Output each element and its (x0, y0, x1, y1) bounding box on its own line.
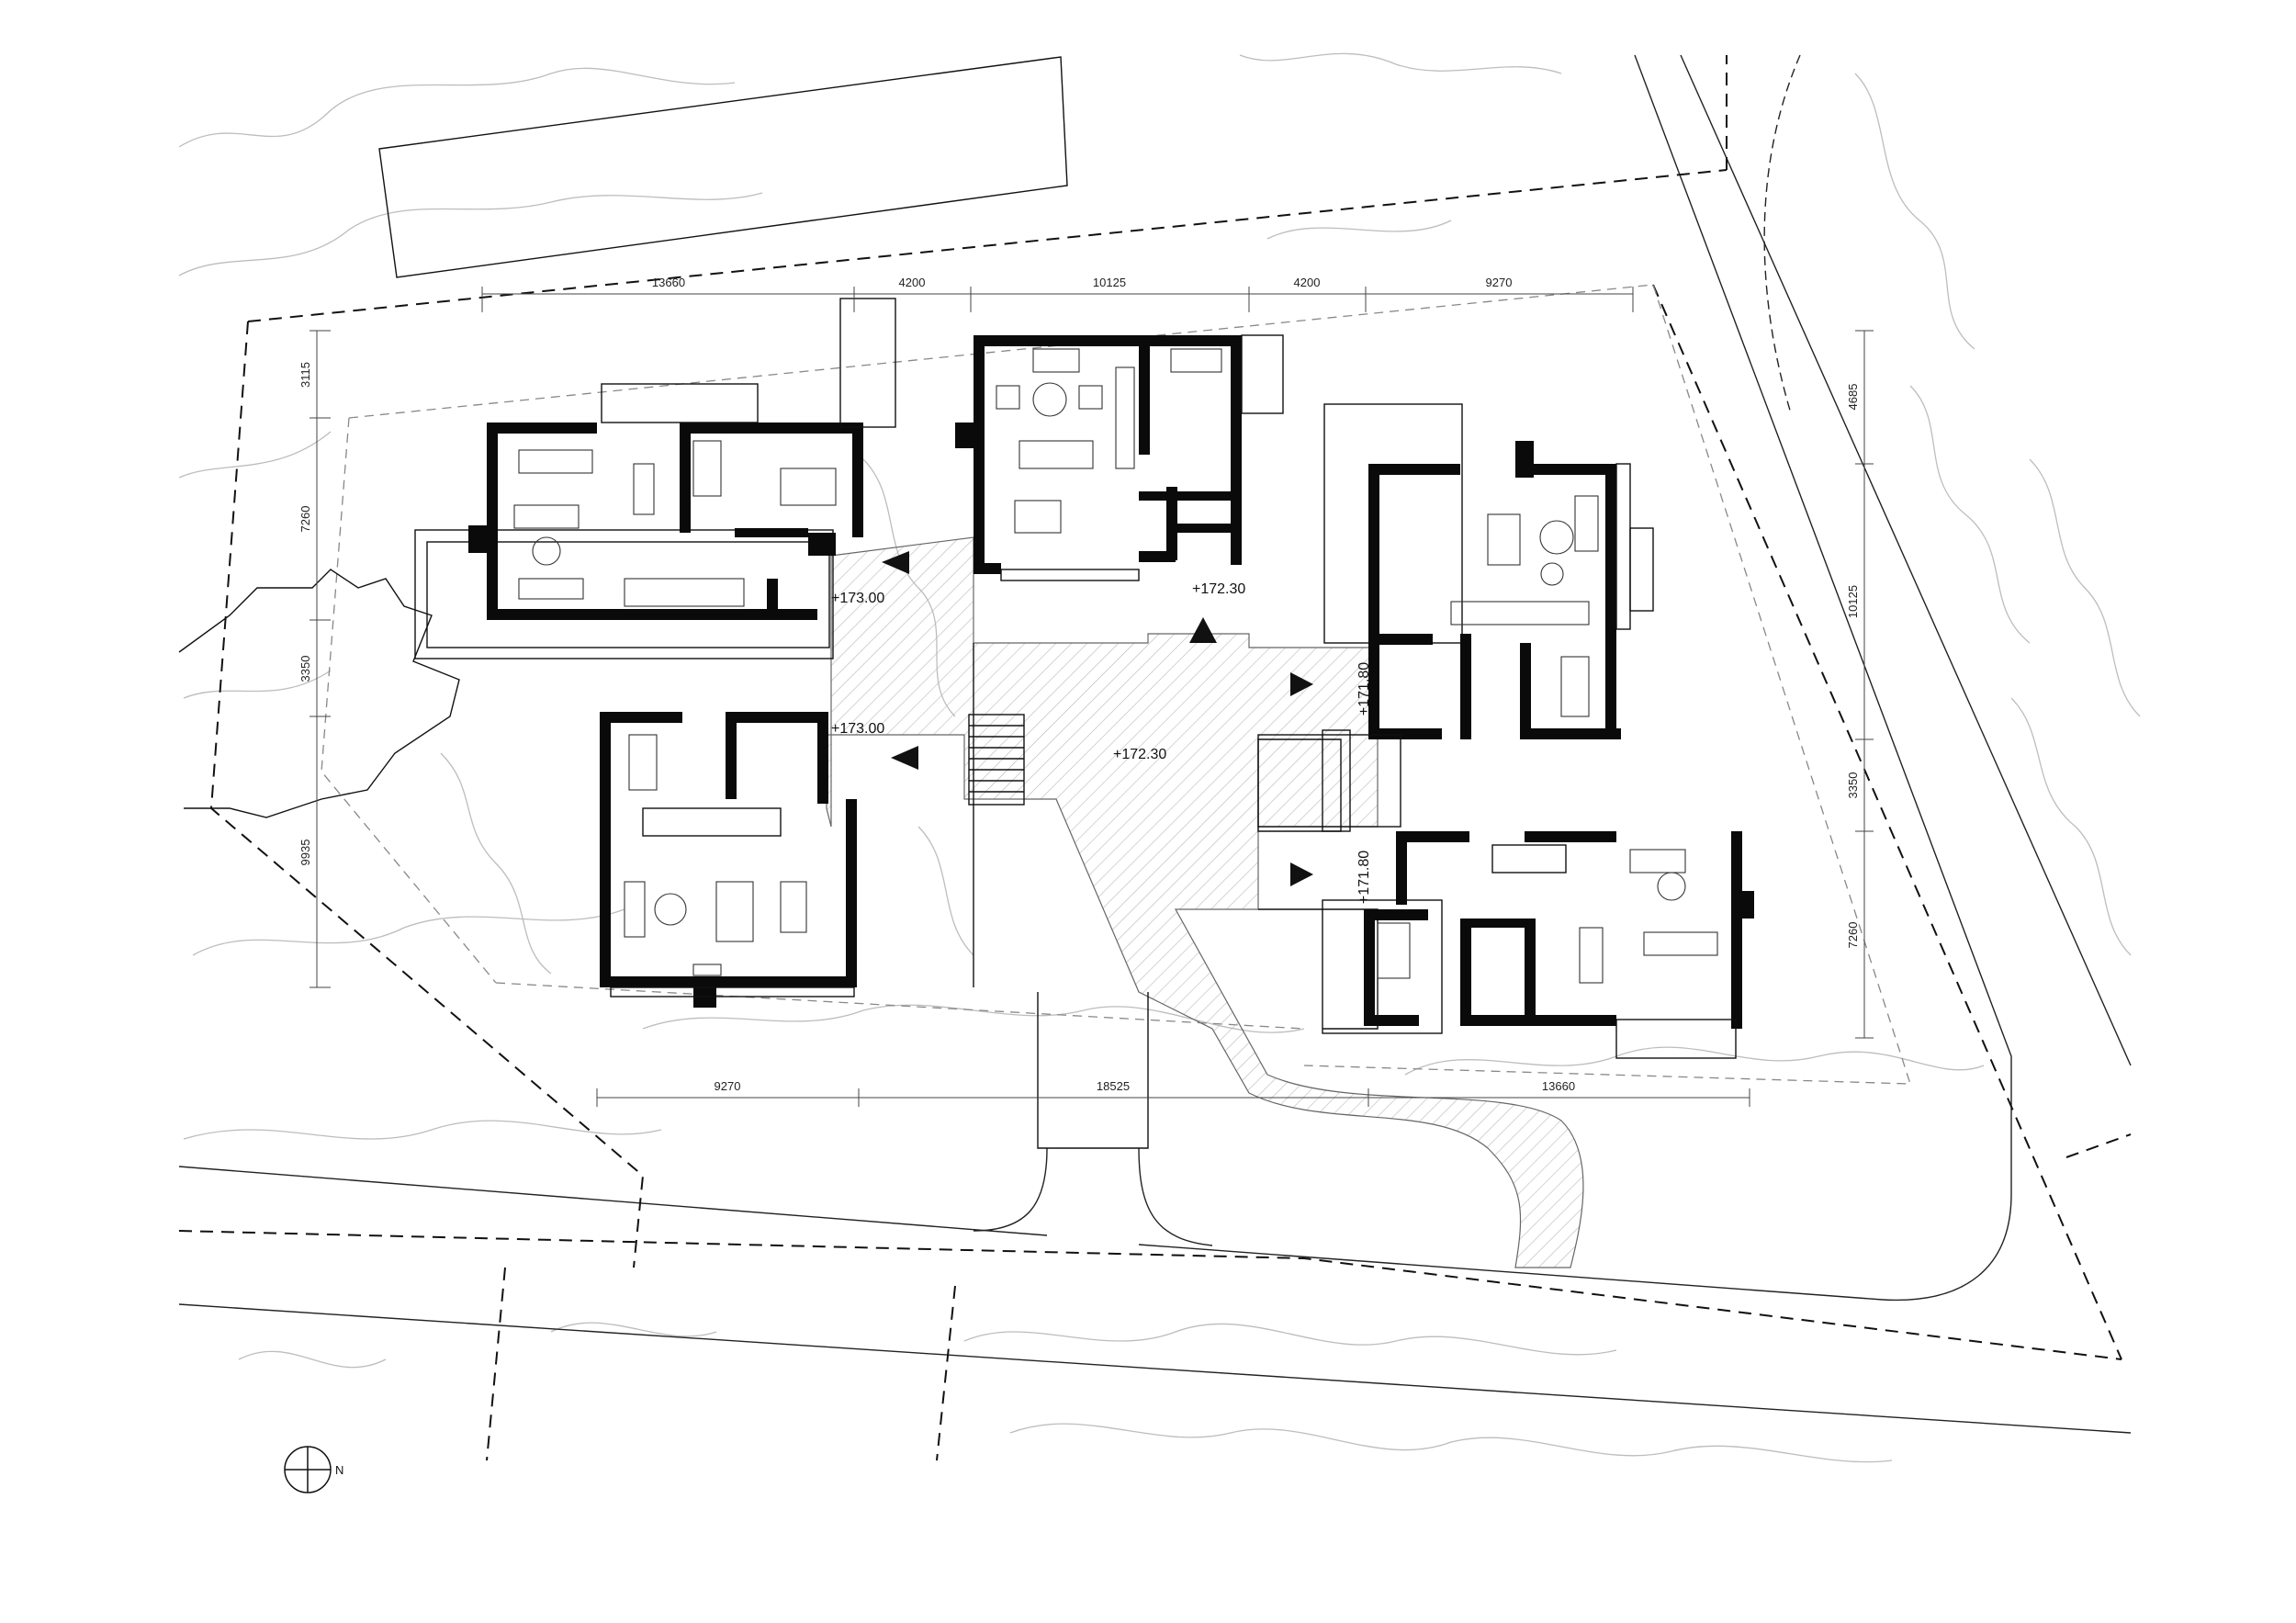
dim-top-1: 13660 (652, 276, 685, 289)
entry-arrow-nw (882, 551, 909, 574)
entry-arrow-se (1290, 862, 1313, 886)
site-edge-line (178, 569, 460, 818)
dim-bottom-2: 18525 (1097, 1079, 1130, 1093)
central-path (1037, 992, 1149, 1149)
dim-right-1: 4685 (1846, 384, 1860, 411)
dim-right-2: 10125 (1846, 585, 1860, 618)
dim-left-4: 9935 (298, 840, 312, 866)
house-north (839, 298, 1284, 581)
entry-arrow-sw (891, 746, 918, 770)
entry-arrow-n (1189, 617, 1217, 643)
dim-left-1: 3115 (298, 362, 312, 388)
house-southwest (600, 712, 857, 1008)
house-northwest (414, 383, 863, 659)
dim-top-4: 4200 (1294, 276, 1321, 289)
connector-east (1257, 729, 1401, 832)
roads (178, 54, 2132, 1434)
terrain-contours (178, 52, 2141, 1463)
dim-bottom-3: 13660 (1542, 1079, 1575, 1093)
level-courtyard: +172.30 (1113, 747, 1166, 762)
level-nw-entry: +173.00 (831, 591, 884, 606)
courtyard-stairs (968, 714, 1025, 806)
level-se-entry: +171.80 (1356, 851, 1372, 904)
level-ne-entry: +171.80 (1356, 662, 1372, 716)
dim-bottom-1: 9270 (715, 1079, 741, 1093)
dim-right-4: 7260 (1846, 922, 1860, 949)
entry-arrow-ne (1290, 672, 1313, 696)
parking-strip (378, 56, 1068, 278)
property-boundary (178, 55, 2132, 1461)
house-southeast (1322, 831, 1754, 1059)
dim-top-2: 4200 (899, 276, 926, 289)
house-northeast (1323, 403, 1654, 739)
courtyard-paving (826, 536, 1584, 1268)
dim-left-2: 7260 (298, 506, 312, 533)
dim-left-3: 3350 (298, 656, 312, 682)
level-n-entry: +172.30 (1192, 581, 1245, 597)
dimension-lines (310, 287, 1874, 1107)
dim-top-3: 10125 (1093, 276, 1126, 289)
dim-right-3: 3350 (1846, 772, 1860, 799)
entrance-markers (882, 551, 1313, 886)
north-label: N (335, 1463, 343, 1477)
dim-top-5: 9270 (1486, 276, 1513, 289)
level-sw-entry: +173.00 (831, 721, 884, 737)
north-arrow: N (284, 1446, 343, 1493)
